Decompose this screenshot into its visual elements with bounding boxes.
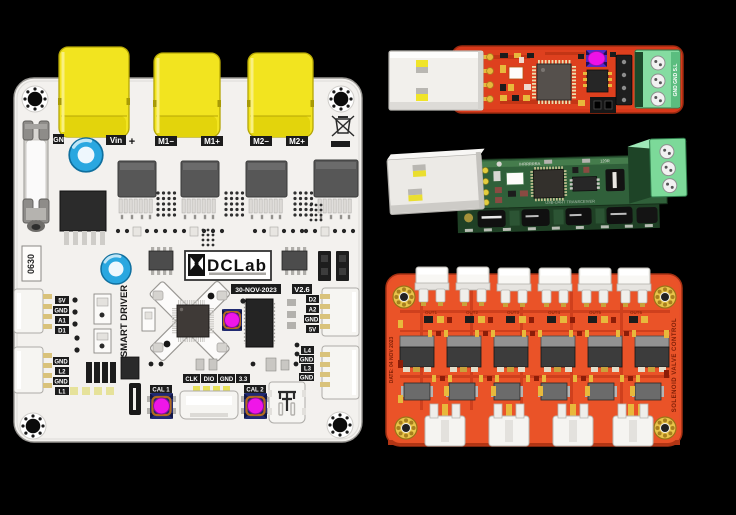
svg-text:Vin: Vin [110,136,122,145]
svg-text:GND: GND [54,309,68,315]
svg-text:GND: GND [300,358,314,364]
svg-text:0630: 0630 [26,254,36,274]
svg-text:OUT4: OUT4 [548,310,560,315]
svg-text:GN: GN [53,137,64,144]
svg-text:SMART DRIVER: SMART DRIVER [119,285,130,357]
svg-text:M2−: M2− [253,137,269,146]
svg-text:A1: A1 [58,319,66,325]
svg-text:GND GND S.L: GND GND S.L [673,64,679,97]
svg-text:L3: L3 [304,367,312,373]
svg-text:DATE: 04 NOV 2023: DATE: 04 NOV 2023 [389,336,395,383]
svg-text:GND: GND [54,360,68,366]
svg-text:USB-UART TRANSCEIVER: USB-UART TRANSCEIVER [545,199,595,205]
svg-text:GND: GND [54,380,68,386]
svg-text:V2.6: V2.6 [294,285,309,294]
svg-text:OUT5: OUT5 [589,310,601,315]
svg-text:3.3: 3.3 [239,377,248,383]
svg-text:GND: GND [300,376,314,382]
svg-text:OUT1: OUT1 [425,310,437,315]
svg-text:GND: GND [220,377,234,383]
svg-text:120R: 120R [600,158,610,163]
svg-text:5V: 5V [58,299,65,305]
svg-text:CLK: CLK [185,377,198,383]
svg-text:IHRRRRRA: IHRRRRRA [519,161,541,167]
svg-text:CAL 2: CAL 2 [246,388,264,394]
svg-text:D2: D2 [309,298,317,304]
svg-text:DIO: DIO [204,377,215,383]
svg-text:M1+: M1+ [204,137,220,146]
svg-text:CAL 1: CAL 1 [152,388,170,394]
svg-text:SOLENOID VALVE CONTROL: SOLENOID VALVE CONTROL [672,318,678,412]
svg-text:M1−: M1− [158,137,174,146]
svg-text:L1: L1 [58,390,66,396]
svg-text:+: + [129,136,135,148]
svg-text:OUT2: OUT2 [466,310,478,315]
svg-text:L2: L2 [58,370,66,376]
svg-text:DCLab: DCLab [207,256,266,275]
svg-text:M2+: M2+ [289,137,305,146]
svg-text:GND: GND [305,318,319,324]
svg-text:5V: 5V [309,328,316,334]
svg-text:L4: L4 [304,349,312,355]
svg-text:OUT6: OUT6 [630,310,642,315]
svg-text:OUT3: OUT3 [507,310,519,315]
svg-text:30-NOV-2023: 30-NOV-2023 [235,287,277,294]
svg-text:A2: A2 [309,308,317,314]
svg-text:D1: D1 [58,329,66,335]
